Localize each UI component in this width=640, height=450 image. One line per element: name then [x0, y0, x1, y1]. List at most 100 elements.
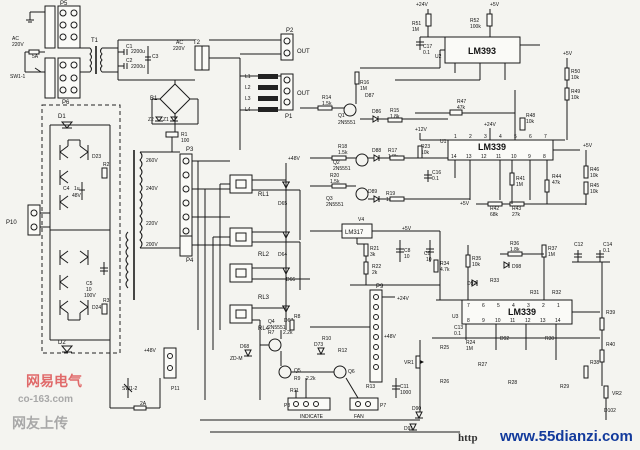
r30-label: R30	[545, 336, 554, 342]
vr2-label: VR2	[612, 391, 622, 397]
comparator-u3: LM339 U3 7 6 5 4 3 2 1 8 9 10 11 12 13 1…	[432, 231, 612, 360]
u2-supply-24: +24V	[416, 2, 428, 8]
r1-label: R1	[181, 132, 188, 138]
c3-label: C3	[152, 54, 159, 60]
fuse-label: 5A	[32, 54, 39, 60]
rl1-label: RL1	[258, 192, 270, 198]
u1-pin-8: 8	[543, 154, 546, 160]
r42-label: R42	[490, 206, 499, 212]
connector-p7	[349, 397, 379, 411]
watermark-logo: 网易电气 co-163.com 网友上传	[4, 366, 104, 438]
r50-value: 10k	[571, 75, 580, 81]
d73-label: D73	[314, 342, 323, 348]
c17-value: 0.1	[423, 50, 430, 56]
transistor-q2	[355, 153, 369, 167]
connector-p9	[369, 289, 383, 383]
resistor-r1	[165, 131, 179, 138]
fan-label: FAN	[354, 414, 364, 420]
r48-label: R48	[526, 113, 535, 119]
ic-u3-lm339	[461, 299, 573, 325]
p9-supply-48: +48V	[384, 334, 396, 340]
comparator-u2: LM393 U2 +24V +5V R51 1M R52 100k C17 0.…	[360, 2, 540, 81]
vr1-label: VR1	[404, 360, 414, 366]
q2-part: 2N5551	[333, 166, 351, 172]
c14-value: 0.1	[603, 248, 610, 254]
d88-label: D88	[372, 148, 381, 154]
r2-label: R2	[103, 162, 110, 168]
c12-label: C12	[574, 242, 583, 248]
connector-p3	[179, 153, 193, 245]
rl4-label: RL4	[258, 326, 270, 332]
r43-label: R43	[512, 206, 521, 212]
d68-label: D68	[240, 344, 249, 350]
p9-label: P9	[376, 284, 384, 290]
u1-supply-24: +24V	[484, 122, 496, 128]
c1-label: C1	[126, 44, 133, 50]
lm317-part: LM317	[345, 230, 364, 236]
r17-label: R17	[388, 148, 397, 154]
c2-value: 2200u	[131, 64, 145, 70]
c4-label: C4	[63, 186, 70, 192]
l3-label: L3	[245, 96, 251, 102]
watermark-site-url: www.55dianzi.com	[499, 428, 633, 445]
z2-label: Z2	[148, 117, 154, 123]
r13-label: R13	[366, 384, 375, 390]
p8-label: P8	[284, 403, 290, 409]
power-module: P10 D1 D23 R2 C4 1u 48V C5 10	[6, 104, 121, 354]
r44-value: 47k	[552, 180, 561, 186]
c11-value: 1000	[400, 390, 411, 396]
c9-value: 10	[426, 257, 432, 263]
r20-value: 1.5k	[330, 179, 340, 185]
relay-bank: RL1 RL2 RL3 RL4 D65 D64 D66 D67 +48V	[212, 156, 310, 350]
transistor-q5	[278, 365, 292, 379]
d98-label: D98	[512, 264, 521, 270]
d90-label: D90	[412, 406, 421, 412]
r24-value: 1M	[466, 346, 473, 352]
r51-label: R51	[412, 21, 421, 27]
bottom-supply-48: +48V	[144, 348, 156, 354]
p1-label: P1	[285, 114, 293, 120]
potentiometer-vr2	[603, 385, 609, 399]
out2-label: OUT	[297, 91, 310, 97]
p9-supply-24: +24V	[397, 296, 409, 302]
c5-value: 10	[86, 287, 92, 293]
transistor-q1	[343, 103, 357, 117]
relay-supply-label: +48V	[288, 156, 300, 162]
u1-toppin-6: 6	[529, 134, 532, 140]
p3-label: P3	[186, 147, 194, 153]
u1-toppin-4: 4	[499, 134, 502, 140]
u3-pin-7: 7	[467, 303, 470, 309]
d87-label: D87	[365, 93, 374, 99]
connector-p4	[179, 235, 193, 257]
r14-label: R14	[322, 95, 331, 101]
c14-label: C14	[603, 242, 612, 248]
filter-section: C1 2200u C2 2200u C3 AC 220V T2 B1 Z2 Z1…	[117, 39, 241, 152]
u2-part: LM393	[468, 46, 496, 56]
switch2-label: SW1-2	[122, 386, 138, 392]
connector-p11	[163, 347, 177, 379]
u1-pin-12: 12	[481, 154, 487, 160]
u1-toppin-1: 1	[454, 134, 457, 140]
r49-value: 10k	[571, 95, 580, 101]
u2-ref: U2	[435, 54, 442, 60]
d86-label: D86	[372, 109, 381, 115]
switch-label: SW1-1	[10, 74, 26, 80]
connector-p5	[44, 5, 56, 49]
u3-pin-1: 1	[557, 303, 560, 309]
d23-label: D23	[92, 154, 101, 160]
c17-label: C17	[423, 44, 432, 50]
r46-label: R46	[590, 167, 599, 173]
r39-label: R39	[606, 310, 615, 316]
d89-label: D89	[368, 189, 377, 195]
t2-label: T2	[193, 40, 201, 46]
r36-value: 1.8k	[510, 247, 520, 253]
tap-220v: 220V	[146, 221, 158, 227]
watermark-logo-text: 网易电气	[26, 373, 82, 390]
t1-label: T1	[91, 38, 99, 44]
u3-pin-11: 11	[510, 318, 515, 324]
c4-value: 1u	[74, 186, 80, 192]
c1-value: 2200u	[131, 49, 145, 55]
r16-label: R16	[360, 80, 369, 86]
p10-label: P10	[6, 220, 17, 226]
q5-label: Q5	[294, 368, 301, 374]
